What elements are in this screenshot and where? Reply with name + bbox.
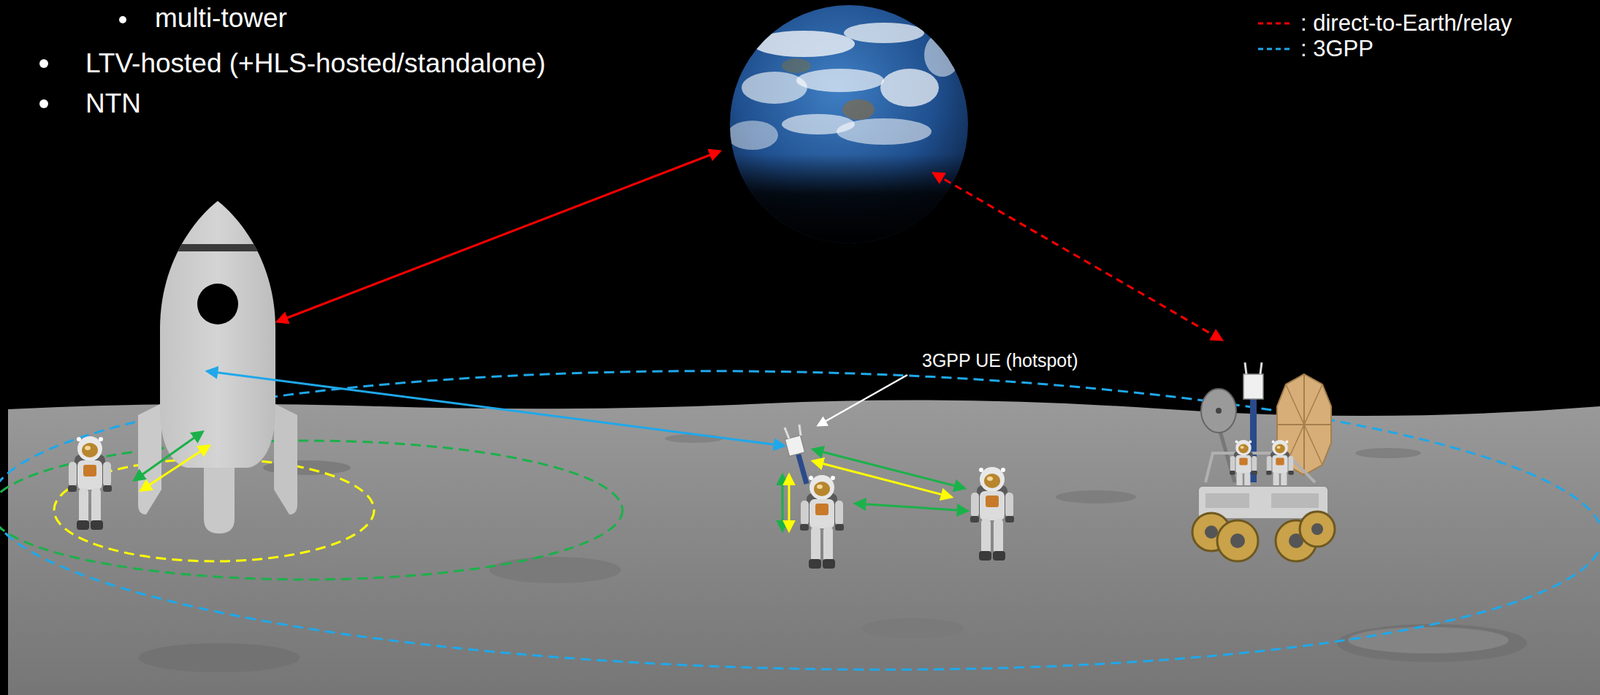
crater [862,618,965,639]
green-link [855,503,968,511]
bullet-text: NTN [85,87,142,120]
crater [1055,490,1137,504]
bullet [39,99,49,109]
astronaut [800,474,844,569]
callout-label: 3GPP UE (hotspot) [922,349,1079,372]
green-link [813,449,965,489]
earth-clouds [723,0,979,249]
legend-text: : 3GPP [1300,35,1374,63]
bullet [39,59,49,68]
astronaut [67,436,112,530]
crater [664,433,724,443]
leader-line [818,374,908,426]
legend-sample [1258,22,1292,25]
yellow-link [813,461,952,497]
rocket-window [197,283,239,325]
crater [489,556,622,584]
wheel [1299,511,1335,547]
bullet-text: multi-tower [154,2,288,35]
legend-sample [1258,48,1292,51]
rocket-band [146,244,293,252]
crater [138,642,300,673]
hotspot-ue [784,424,807,484]
earth [723,0,979,249]
rover [1192,362,1335,562]
dish-antenna [1201,388,1237,433]
rocket-fin [273,403,298,515]
crater [1347,626,1509,654]
bullet-text: LTV-hosted (+HLS-hosted/standalone) [85,47,546,80]
rover-ue [1243,374,1264,399]
dte-link-dashed [933,173,1222,340]
rocket-nozzle [203,460,235,534]
rocket-body [160,200,276,468]
wheel [1217,520,1259,562]
legend-text: : direct-to-Earth/relay [1300,9,1512,37]
green-link [781,474,784,531]
yellow-link [788,474,791,531]
bullet [119,16,127,24]
crater [1336,623,1527,662]
astronaut [970,466,1015,561]
crater [1355,447,1422,459]
yellow-link [141,445,209,491]
rocket-fin [138,403,162,515]
3gpp-link [207,371,784,446]
lander-rocket [138,200,298,534]
dte-link [277,151,720,322]
